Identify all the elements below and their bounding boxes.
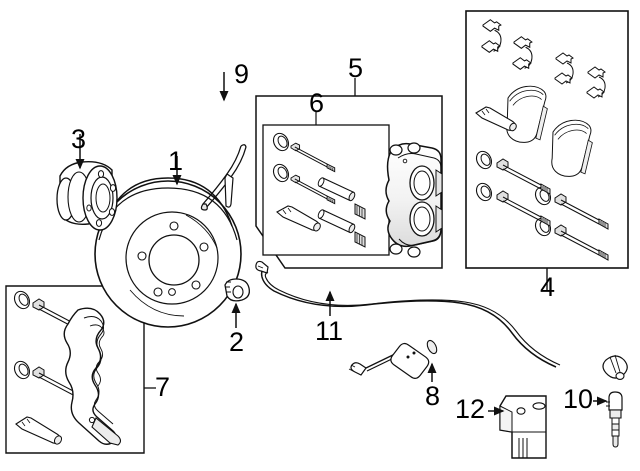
rotor-retaining-screw (224, 278, 250, 302)
brake-rotor-disc (94, 92, 242, 328)
callout-label-9: 9 (234, 59, 250, 89)
brake-pad-wear-sensor (348, 339, 438, 379)
brake-caliper-body (385, 142, 443, 258)
wheel-hub-bearing (56, 160, 118, 231)
callout-label-4: 4 (540, 272, 556, 302)
callout-label-6: 6 (309, 88, 325, 118)
callout-label-7: 7 (155, 372, 171, 402)
abs-sensor-harness-cable (255, 260, 628, 380)
splash-shield-clip (200, 144, 247, 211)
callout-label-10: 10 (563, 384, 594, 414)
caliper-guide-pin-kit-box (262, 112, 390, 256)
callout-label-8: 8 (425, 381, 441, 411)
sensor-mounting-bracket (499, 395, 547, 459)
callout-leader-lines (75, 72, 608, 416)
callout-label-1: 1 (168, 146, 184, 176)
callout-label-12: 12 (455, 394, 486, 424)
caliper-mounting-bracket-box (5, 285, 156, 454)
callout-label-5: 5 (348, 53, 364, 83)
abs-wheel-speed-sensor (606, 391, 623, 448)
brake-pad-kit-box (465, 10, 629, 290)
callout-label-2: 2 (229, 327, 245, 357)
callout-label-3: 3 (71, 124, 87, 154)
callout-label-11: 11 (315, 316, 344, 346)
